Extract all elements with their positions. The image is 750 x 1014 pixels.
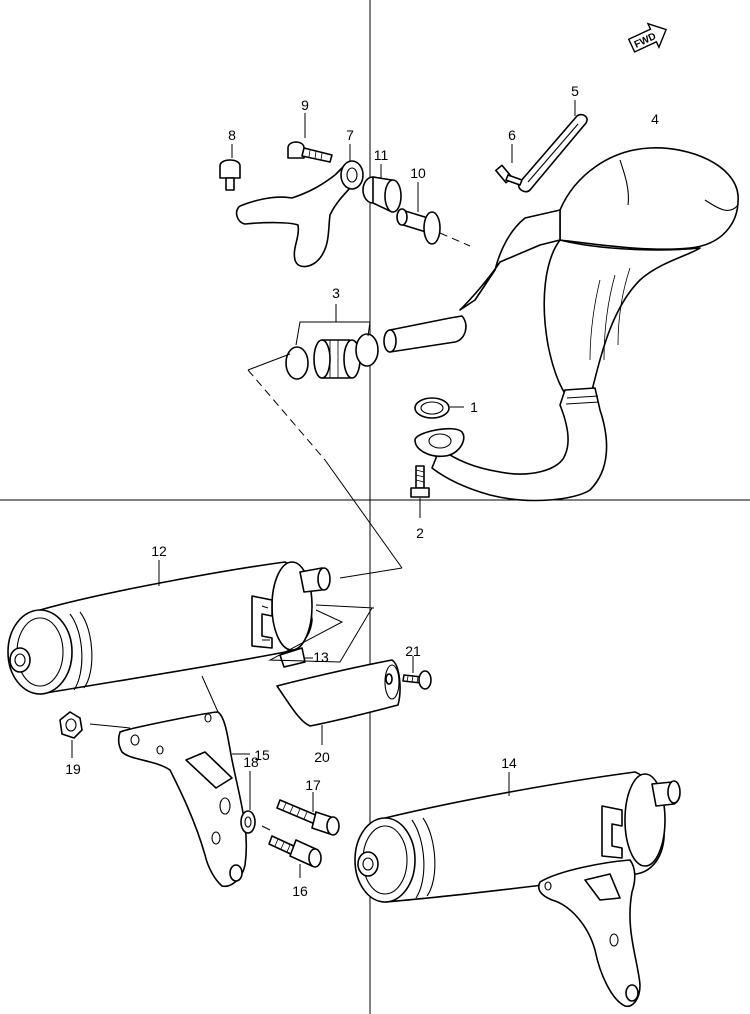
callout-13: 13 — [313, 649, 329, 665]
silencer-part-12 — [7, 560, 375, 695]
callout-7: 7 — [346, 127, 354, 143]
callout-4: 4 — [651, 111, 659, 127]
gasket-part-1 — [414, 397, 464, 419]
heat-guard-part-20 — [276, 659, 401, 745]
bracket-part-15 — [117, 675, 250, 888]
bracket-part-7 — [235, 144, 364, 268]
strap-part-5 — [517, 100, 588, 193]
grommet-part-11 — [362, 164, 402, 213]
exhaust-pipe-part-4 — [383, 147, 739, 502]
callout-1: 1 — [470, 399, 478, 415]
callout-18: 18 — [243, 754, 259, 770]
bolt-part-16 — [268, 835, 322, 878]
clip-part-13 — [279, 647, 313, 668]
arrow-right-icon: FWD — [627, 22, 668, 53]
bolt-part-21 — [402, 656, 432, 690]
callout-15: 15 — [254, 747, 270, 763]
callout-14: 14 — [501, 755, 517, 771]
bolt-part-2 — [410, 465, 430, 518]
callout-19: 19 — [65, 761, 81, 777]
callout-21: 21 — [405, 643, 421, 659]
callout-17: 17 — [305, 777, 321, 793]
bolt-part-9 — [287, 113, 333, 163]
collar-part-10 — [396, 182, 441, 245]
callout-8: 8 — [228, 127, 236, 143]
bolt-part-17 — [276, 792, 340, 836]
callout-20: 20 — [314, 749, 330, 765]
callout-6: 6 — [508, 127, 516, 143]
callout-2: 2 — [416, 525, 424, 541]
nut-part-19 — [59, 711, 131, 758]
bolt-part-8 — [219, 144, 241, 191]
connector-part-3 — [285, 304, 379, 380]
callout-5: 5 — [571, 83, 579, 99]
callout-11: 11 — [374, 147, 389, 163]
callout-9: 9 — [301, 97, 309, 113]
callout-12: 12 — [151, 543, 167, 559]
washer-part-18 — [240, 771, 271, 834]
callout-3: 3 — [332, 285, 340, 301]
callout-10: 10 — [410, 165, 426, 181]
silencer-assembly-part-14 — [354, 771, 681, 1008]
callout-16: 16 — [292, 883, 308, 899]
fwd-badge: FWD — [627, 22, 668, 53]
fwd-label: FWD — [633, 31, 658, 51]
bolt-part-6 — [494, 144, 523, 186]
